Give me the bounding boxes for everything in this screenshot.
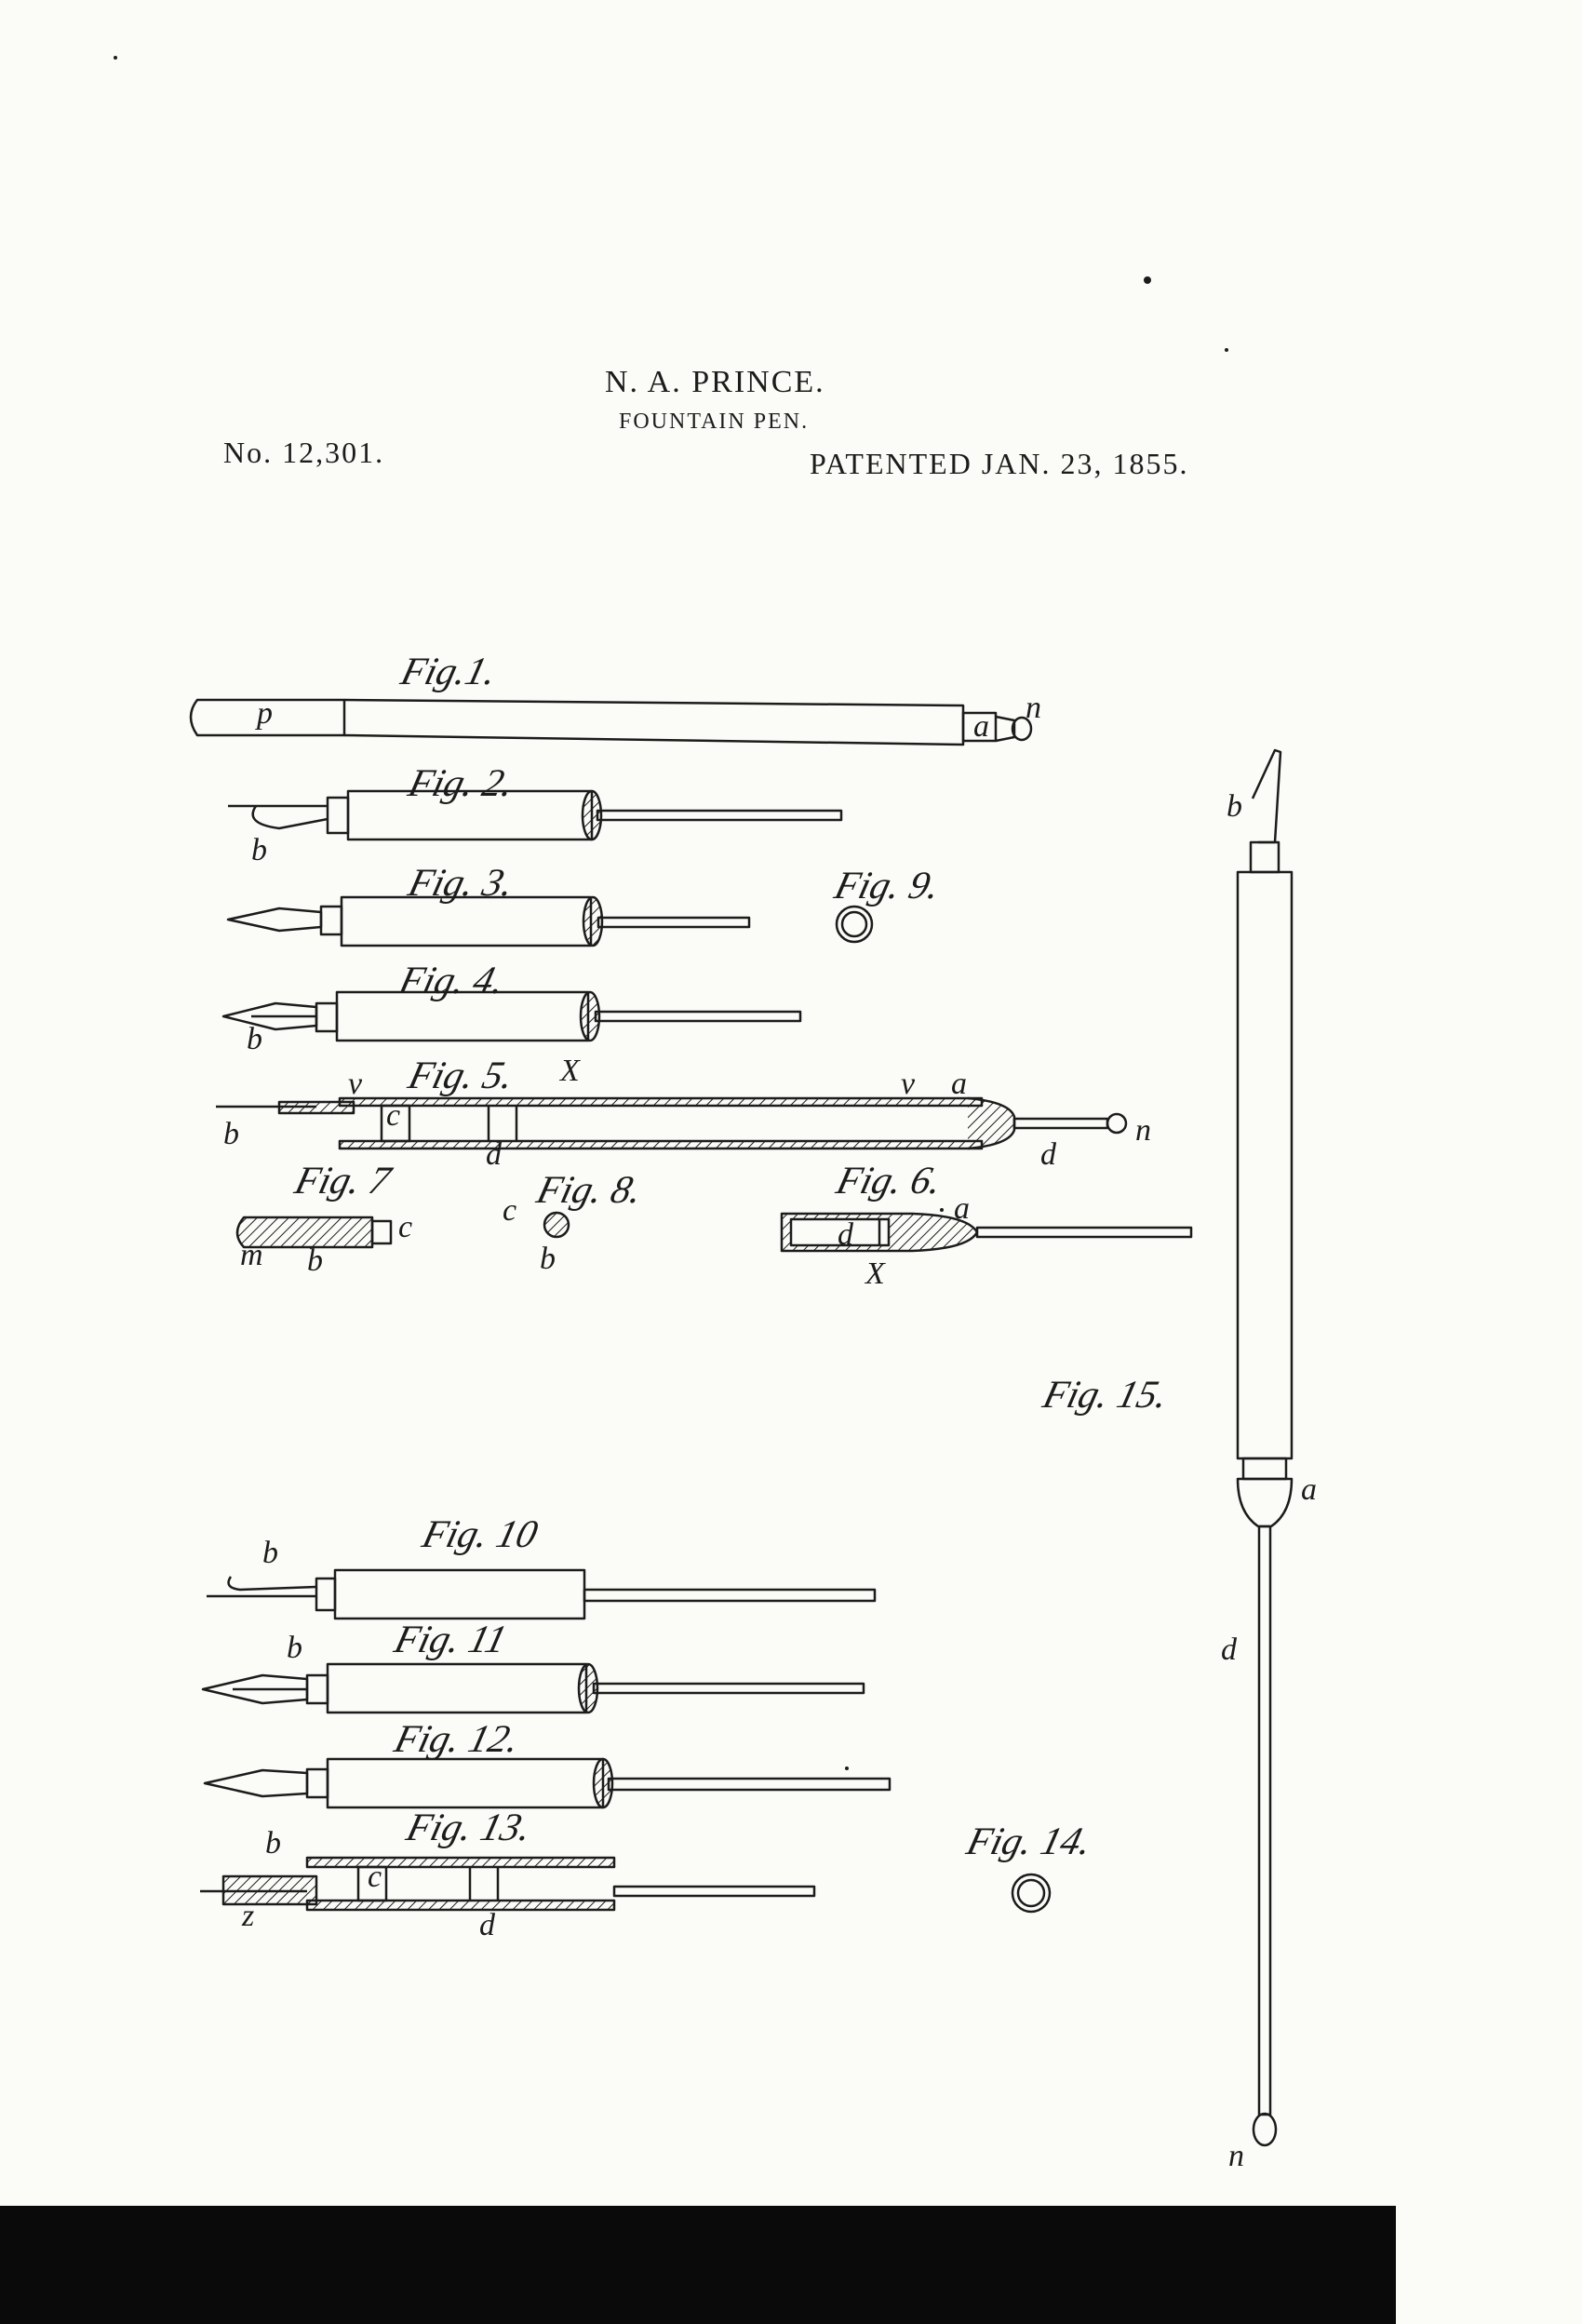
letter-d-fig6: d [838,1217,853,1252]
fig13-label: Fig. 13. [402,1807,536,1849]
fig4-drawing [221,990,802,1042]
letter-b-fig5: b [223,1117,239,1151]
letter-c-fig8: c [503,1193,517,1228]
invention-title: FOUNTAIN PEN. [619,410,810,434]
letter-d-fig5: d [486,1137,502,1172]
inventor-name: N. A. PRINCE. [605,365,825,399]
letter-b-fig15: b [1227,789,1242,824]
fig6-drawing [780,1212,1193,1253]
patent-date: PATENTED JAN. 23, 1855. [810,447,1189,480]
letter-d-fig15: d [1221,1632,1237,1667]
letter-b-fig4: b [247,1022,262,1056]
letter-a-fig1: a [973,709,989,744]
scan-specks [114,56,1228,1770]
fig13-drawing [200,1856,816,1912]
letter-m-fig7: m [240,1238,263,1272]
fig5-drawing [216,1096,1128,1150]
fig1-label: Fig.1. [396,651,502,693]
fig12-label: Fig. 12. [390,1718,524,1761]
fig8-drawing [543,1211,570,1239]
letter-n-fig1: n [1026,691,1041,725]
fig11-label: Fig. 11 [390,1619,511,1661]
fig15-drawing [1236,748,1294,2147]
fig9-label: Fig. 9. [830,865,945,907]
fig7-drawing [235,1216,393,1249]
fig2-drawing [228,789,843,841]
fig2-label: Fig. 2. [404,762,518,805]
fig4-label: Fig. 4. [395,960,509,1002]
letter-c-fig7: c [398,1210,413,1244]
fig1-drawing [189,698,1033,746]
letter-p: p [257,696,273,731]
scan-edge-bar [0,2206,1396,2324]
fig10-drawing [207,1568,877,1620]
fig11-drawing [201,1662,865,1714]
letter-x-fig6: X [865,1256,885,1291]
fig3-label: Fig. 3. [404,862,518,905]
fig6-label: Fig. 6. [832,1160,946,1202]
letter-a-fig6: a [954,1191,970,1226]
fig14-label: Fig. 14. [962,1820,1096,1863]
fig14-drawing [1011,1873,1052,1914]
letter-b-fig8: b [540,1242,556,1276]
letter-a-fig5: a [951,1067,967,1101]
letter-n-fig5: n [1135,1113,1151,1148]
fig3-drawing [226,895,751,947]
fig12-drawing [203,1757,892,1809]
letter-b-fig13: b [265,1826,281,1861]
letter-c-fig13: c [368,1860,382,1894]
letter-b-fig2: b [251,833,267,867]
letter-b-fig10: b [262,1536,278,1570]
letter-z-fig13: z [242,1899,255,1933]
letter-c-fig5: c [386,1098,401,1133]
letter-d-fig5-rod: d [1040,1137,1056,1172]
letter-a-fig15: a [1301,1472,1317,1507]
fig10-label: Fig. 10 [418,1513,543,1556]
letter-b-fig7: b [307,1243,323,1278]
letter-v-fig5-left: v [348,1067,363,1101]
letter-n-fig15: n [1228,2139,1244,2173]
letter-v-fig5-right: v [901,1067,916,1101]
fig15-label: Fig. 15. [1039,1374,1173,1417]
fig8-label: Fig. 8. [532,1169,647,1212]
letter-x-fig5: X [560,1054,580,1088]
fig5-label: Fig. 5. [404,1055,518,1097]
letter-b-fig11: b [287,1631,302,1665]
fig9-drawing [835,905,874,944]
fig7-label: Fig. 7 [290,1160,396,1202]
patent-number: No. 12,301. [223,436,385,469]
letter-d-fig13: d [479,1908,495,1942]
